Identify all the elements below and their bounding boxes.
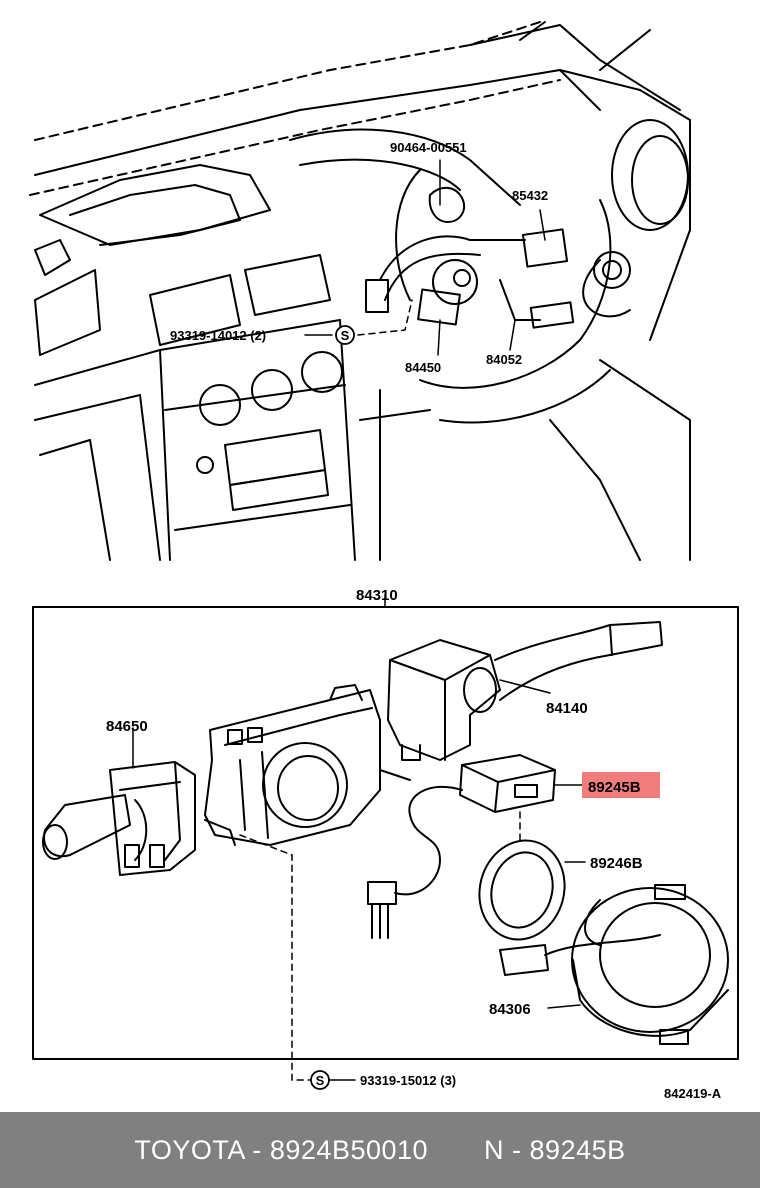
label-84306[interactable]: 84306 xyxy=(489,1001,531,1018)
label-85432[interactable]: 85432 xyxy=(512,188,548,203)
spiral-cable-84306-illustration xyxy=(499,884,729,1045)
dashboard-illustration xyxy=(29,21,691,561)
label-93319-14012[interactable]: 93319-14012 (2) xyxy=(170,328,266,343)
label-89245B-highlighted[interactable]: 89245B xyxy=(588,779,641,796)
switch-body-illustration xyxy=(204,684,411,846)
footer-reference: N - 89245B xyxy=(484,1134,626,1165)
diagram-code: 842419-A xyxy=(664,1086,722,1101)
screw-symbol-bottom: S xyxy=(310,1070,330,1090)
screw-symbol-bottom-text: S xyxy=(316,1073,325,1088)
sensor-89245B-illustration xyxy=(367,754,586,939)
switch-84140-illustration xyxy=(387,621,663,761)
label-84140[interactable]: 84140 xyxy=(546,700,588,717)
assembly-frame xyxy=(32,606,739,1060)
label-84450[interactable]: 84450 xyxy=(405,360,441,375)
label-89246B[interactable]: 89246B xyxy=(590,855,643,872)
footer-part-number: TOYOTA - 8924B50010 xyxy=(134,1134,429,1165)
screw-symbol-top-text: S xyxy=(341,328,350,343)
footer-bar: TOYOTA - 8924B50010 N - 89245B xyxy=(0,1112,760,1188)
label-84650[interactable]: 84650 xyxy=(106,718,148,735)
ring-89246B-illustration xyxy=(478,839,586,941)
label-84052[interactable]: 84052 xyxy=(486,352,522,367)
parts-diagram: S S 90464-00551 85432 93319-14012 (2) 84… xyxy=(29,21,739,1101)
label-84310[interactable]: 84310 xyxy=(356,587,398,604)
highlight-box xyxy=(582,772,660,798)
label-90464-00551[interactable]: 90464-00551 xyxy=(390,140,467,155)
screw-symbol-top: S xyxy=(335,325,355,345)
label-93319-15012[interactable]: 93319-15012 (3) xyxy=(360,1073,456,1088)
switch-84650-illustration xyxy=(42,727,196,876)
